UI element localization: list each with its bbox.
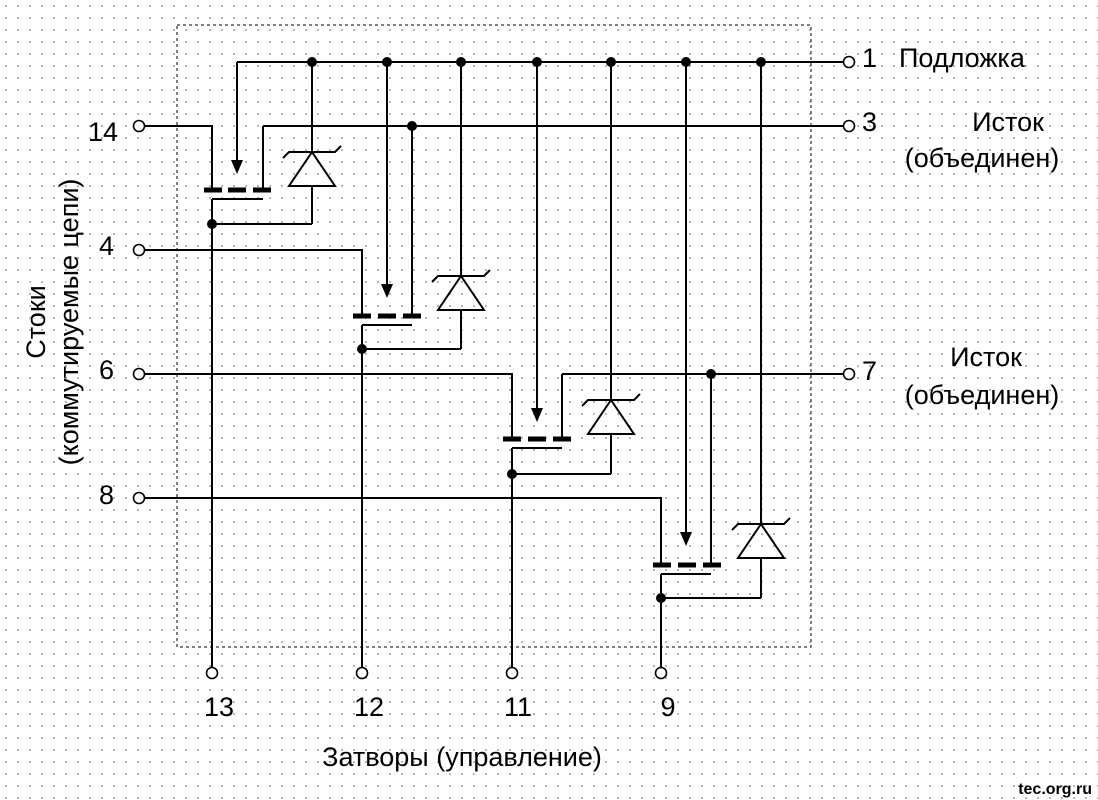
pin-13-label: 13	[204, 692, 234, 722]
gates-label: Затворы (управление)	[322, 742, 602, 772]
terminal-pin-11[interactable]	[505, 666, 519, 680]
source-2-label: Исток	[950, 342, 1022, 372]
drain-wires	[140, 125, 662, 563]
terminal-pin-4[interactable]	[132, 243, 146, 257]
watermark: tec.org.ru	[1018, 781, 1092, 798]
terminal-pin-14[interactable]	[132, 119, 146, 133]
terminal-pin-9[interactable]	[654, 666, 668, 680]
terminal-pin-3[interactable]	[842, 119, 856, 133]
drains-label: Стоки	[21, 285, 51, 358]
terminal-pin-1[interactable]	[842, 55, 856, 69]
drains-subtitle-label: (коммутируемые цепи)	[54, 179, 84, 466]
combined-1-label: (объединен)	[905, 143, 1060, 173]
pin-1-label: 1	[862, 43, 877, 73]
transistor-t2	[353, 310, 462, 668]
pin-8-label: 8	[99, 480, 114, 510]
pin-11-label: 11	[504, 692, 532, 722]
terminal-pin-13[interactable]	[205, 666, 219, 680]
transistor-t3	[503, 434, 612, 668]
terminal-pin-6[interactable]	[132, 367, 146, 381]
source-bus-2	[561, 369, 848, 563]
chip-outline	[176, 24, 812, 648]
substrate-bus	[231, 57, 848, 546]
pin-9-label: 9	[660, 692, 675, 722]
pin-12-label: 12	[354, 692, 384, 722]
zener-diode-d3	[581, 393, 641, 435]
zener-diode-d4	[731, 517, 791, 559]
pin-7-label: 7	[862, 356, 877, 386]
terminal-pin-7[interactable]	[842, 367, 856, 381]
terminal-pin-12[interactable]	[355, 666, 369, 680]
pin-6-label: 6	[99, 355, 114, 385]
transistor-t1	[204, 186, 313, 668]
transistor-t4	[653, 558, 762, 668]
zener-diode-d2	[431, 269, 491, 311]
zener-diode-d1	[282, 145, 342, 187]
source-bus-1	[262, 121, 848, 314]
terminal-pin-8[interactable]	[132, 491, 146, 505]
source-1-label: Исток	[972, 107, 1044, 137]
combined-2-label: (объединен)	[905, 380, 1060, 410]
pin-14-label: 14	[88, 117, 118, 147]
pin-4-label: 4	[99, 231, 114, 261]
substrate-label: Подложка	[899, 43, 1026, 73]
pin-3-label: 3	[862, 107, 877, 137]
